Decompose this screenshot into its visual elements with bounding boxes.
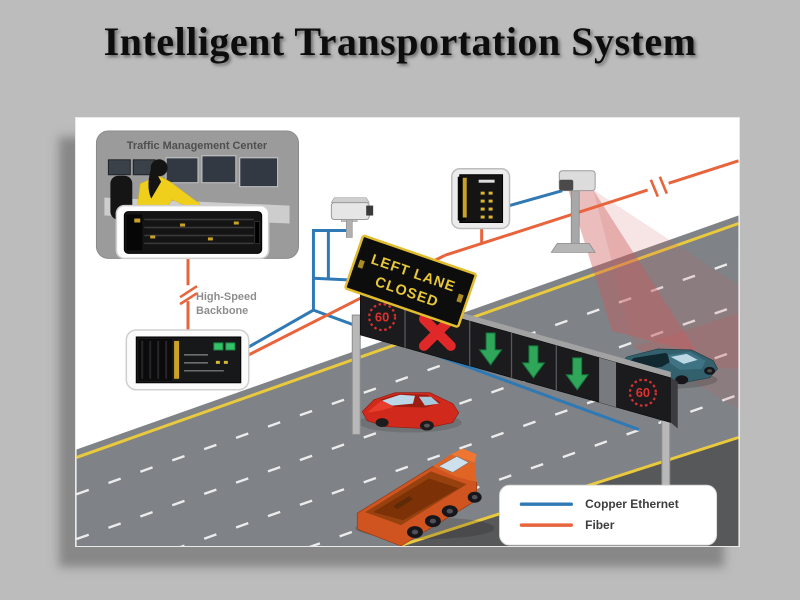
radar-camera [550, 170, 596, 253]
its-diagram: 60 60 LEFT LANE CLOSED [76, 130, 739, 600]
tmc-label: Traffic Management Center [127, 140, 268, 152]
car-red [358, 392, 462, 433]
legend-item-fiber: Fiber [519, 518, 615, 532]
diagram-panel: 60 60 LEFT LANE CLOSED [75, 117, 740, 600]
legend-item-copper: Copper Ethernet [519, 497, 679, 511]
backbone-label-line1: High-Speed [196, 291, 257, 303]
legend: Copper Ethernet Fiber [499, 484, 718, 546]
server-rack [115, 204, 270, 260]
green-arrow-signal-icon [478, 332, 503, 366]
svg-text:60: 60 [375, 310, 389, 325]
truck-orange [355, 448, 495, 547]
backbone-label-line2: Backbone [196, 305, 248, 317]
speed-limit-sign-left: 60 [368, 303, 397, 332]
message-sign: LEFT LANE CLOSED [344, 234, 477, 328]
fiber-break-icon [179, 285, 198, 306]
monitor-wall [107, 155, 279, 188]
gantry-end-cap [670, 377, 678, 429]
green-arrow-signal-icon [521, 345, 546, 379]
speed-limit-sign-right: 60 [628, 378, 657, 407]
svg-text:60: 60 [636, 385, 650, 400]
backbone-box [125, 329, 250, 391]
backbone-device [135, 336, 242, 384]
legend-label-copper: Copper Ethernet [585, 497, 679, 511]
fiber-break-icon [646, 176, 670, 198]
roadside-cabinet [451, 168, 511, 230]
green-arrow-signal-icon [565, 357, 590, 391]
slide-title: Intelligent Transportation System [103, 19, 697, 64]
gantry-left-pole [351, 314, 361, 436]
cctv-camera-icon [330, 197, 374, 238]
tmc-box: Traffic Management Center [95, 130, 300, 260]
legend-label-fiber: Fiber [585, 518, 615, 532]
